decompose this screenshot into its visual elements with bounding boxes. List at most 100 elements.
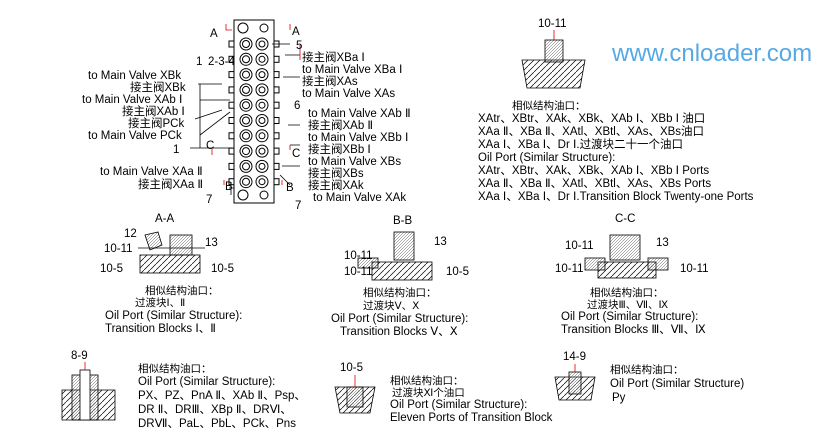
port-circle (255, 144, 269, 158)
port-circle (242, 70, 250, 79)
label-right-1: to Main Valve XBa Ⅰ (302, 64, 403, 76)
callout-7-right: 7 (295, 200, 302, 212)
port-circle (258, 101, 266, 109)
section-bb-13: 13 (434, 236, 447, 248)
callout-1-bottom: 1 (173, 144, 180, 156)
section-cc-cn2: 过渡块Ⅲ、Ⅶ、Ⅸ (587, 299, 669, 311)
detail-8-9-label: 8-9 (71, 350, 88, 362)
label-left-1: 接主阀XBk (130, 82, 186, 94)
port-circle (242, 162, 250, 171)
port-circle (258, 117, 266, 124)
port-fitting (228, 117, 235, 124)
port-circle (239, 52, 253, 66)
port-fitting (228, 71, 235, 79)
port-circle (258, 71, 266, 79)
port-fitting (273, 162, 280, 170)
detail-10-11-cn-line-2: XAa Ⅰ、XBa Ⅰ、Dr Ⅰ.过渡块二十一个油口 (478, 139, 684, 151)
section-aa-title: A-A (155, 213, 175, 225)
detail-10-5-cn2: 过渡块Ⅺ个油口 (392, 387, 465, 399)
port-circle (242, 131, 250, 140)
port-circle (255, 68, 269, 82)
port-circle (255, 83, 269, 97)
section-bb-en2: Transition Blocks Ⅴ、Ⅹ (340, 326, 458, 338)
port-fitting (228, 132, 235, 140)
port-circle (258, 178, 266, 186)
detail-10-11-cn-line-1: XAa Ⅱ、XBa Ⅱ、XAtl、XBtl、XAs、XBs油口 (478, 126, 705, 138)
callout-c-left: C (206, 140, 215, 152)
port-circle (258, 40, 266, 48)
detail-8-9-line-0: PX、PZ、PnA Ⅱ、XAb Ⅱ、Psp、 (138, 390, 306, 402)
port-circle (239, 129, 253, 143)
watermark: www.cnloader.com (612, 40, 813, 67)
detail-8-9-cn1: 相似结构油口： (138, 363, 212, 375)
port-fitting (273, 55, 280, 63)
label-left-7: 接主阀XAa Ⅱ (138, 179, 204, 191)
label-right-8: to Main Valve XBs (308, 156, 402, 168)
leader-lines (190, 43, 300, 195)
port-fitting (228, 101, 235, 109)
detail-10-11-label: 10-11 (538, 18, 567, 30)
port-circle (255, 37, 269, 51)
port-circle (242, 116, 250, 125)
callout-5: 5 (296, 40, 303, 52)
label-left-0: to Main Valve XBk (88, 70, 182, 82)
detail-10-5-label: 10-5 (340, 362, 364, 374)
section-bb-cn1: 相似结构油口： (363, 287, 437, 299)
port-fitting (273, 147, 280, 155)
section-cc-title: C-C (615, 213, 636, 225)
port-circle (239, 114, 253, 127)
section-cc-cn1: 相似结构油口： (590, 287, 664, 299)
port-circle (258, 132, 266, 140)
port-detail-14-9 (554, 364, 596, 401)
section-cc-13: 13 (656, 237, 669, 249)
label-left-5: to Main Valve PCk (88, 130, 182, 142)
label-left-2: to Main Valve XAb Ⅰ (82, 94, 183, 106)
detail-14-9-en2: Py (612, 392, 626, 404)
detail-10-11-en-line-0: XAtr、XBtr、XAk、XBk、XAb Ⅰ、XBb Ⅰ Ports (478, 165, 710, 177)
detail-10-11-cn-line-0: XAtr、XBtr、XAk、XBk、XAb Ⅰ、XBb Ⅰ 油口 (478, 113, 706, 125)
section-bb-en1: Oil Port (Similar Structure): (331, 313, 469, 325)
label-left-4: 接主阀PCk (128, 118, 185, 130)
section-cc-en1: Oil Port (Similar Structure): (561, 311, 699, 323)
port-circle (239, 68, 253, 82)
port-circle (239, 98, 253, 112)
port-fitting (228, 147, 235, 155)
section-bb-10-5: 10-5 (446, 266, 470, 278)
detail-10-5-cn1: 相似结构油口： (390, 375, 464, 387)
section-bb-title: B-B (393, 215, 413, 227)
port-circle (242, 101, 250, 110)
detail-10-5-en2: Eleven Ports of Transition Block (390, 412, 553, 424)
detail-14-9-cn1: 相似结构油口： (610, 364, 684, 376)
detail-14-9-label: 14-9 (563, 351, 587, 363)
port-circle (239, 83, 253, 97)
label-right-6: to Main Valve XBb Ⅰ (308, 132, 409, 144)
section-aa-en2: Transition Blocks Ⅰ、Ⅱ (105, 323, 216, 335)
port-detail-8-9 (61, 362, 116, 421)
section-markers (211, 24, 301, 185)
port-circle (255, 114, 269, 127)
port-circle (258, 55, 266, 63)
callout-b-left: B (225, 181, 233, 193)
detail-14-9-en1: Oil Port (Similar Structure) (610, 378, 745, 390)
label-right-2: 接主阀XAs (302, 76, 358, 88)
section-bb-10-11-a: 10-11 (344, 250, 373, 262)
detail-10-11-en-line-2: XAa Ⅰ、XBa Ⅰ、Dr Ⅰ.Transition Block Twenty… (478, 191, 754, 203)
label-right-4: to Main Valve XAb Ⅱ (308, 108, 411, 120)
section-cc-10-11-b: 10-11 (555, 263, 584, 275)
section-aa-10-11: 10-11 (104, 243, 133, 255)
label-right-0: 接主阀XBa Ⅰ (302, 52, 365, 64)
section-aa-en1: Oil Port (Similar Structure): (105, 310, 243, 322)
port-fitting (273, 117, 280, 124)
transition-block (228, 19, 280, 204)
callout-a-left: A (210, 28, 218, 40)
section-aa-10-5-left: 10-5 (100, 263, 124, 275)
section-cc-10-11-a: 10-11 (565, 240, 594, 252)
port-circle (242, 85, 250, 94)
callout-7-left: 7 (206, 194, 213, 206)
port-circle (242, 55, 250, 64)
port-circle (242, 147, 250, 156)
port-detail-10-5 (334, 375, 376, 414)
port-circle (255, 159, 269, 173)
port-fitting (228, 178, 235, 186)
callout-6: 6 (294, 100, 301, 112)
